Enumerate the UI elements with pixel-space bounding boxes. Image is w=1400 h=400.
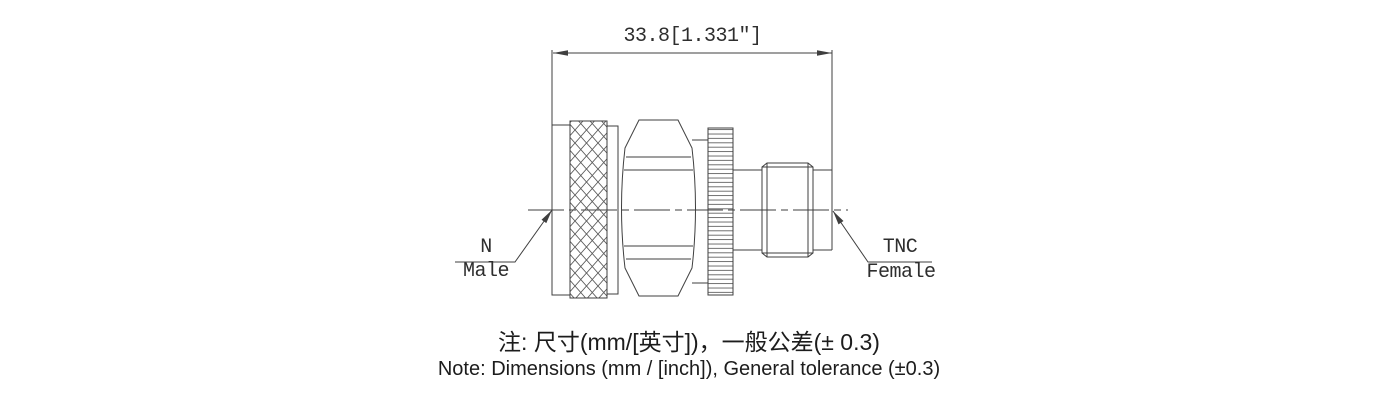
leader-arrow-right [833, 211, 844, 225]
right-connector-type: TNC [882, 236, 918, 259]
leader-tnc-female [832, 210, 932, 263]
dimension-label: 33.8[1.331″] [623, 25, 762, 48]
dimension-arrow-right [817, 50, 832, 56]
leader-arrow-left [541, 210, 552, 224]
knurl-stripes [707, 127, 734, 296]
note-line-chinese: 注: 尺寸(mm/[英寸])，一般公差(± 0.3) [498, 329, 880, 355]
n-male-body [551, 120, 619, 299]
knurl-crosshatch [569, 120, 608, 299]
dimension-line [551, 50, 833, 212]
leader-n-male [455, 209, 553, 263]
dimension-arrow-left [553, 50, 568, 56]
hex-nut [621, 119, 696, 297]
tnc-knurl-ring [692, 127, 734, 296]
left-connector-type: N [480, 236, 492, 259]
tnc-female-body [733, 162, 833, 258]
note-line-english: Note: Dimensions (mm / [inch]), General … [437, 358, 941, 380]
right-connector-gender: Female [866, 261, 936, 284]
left-connector-gender: Male [462, 260, 510, 283]
